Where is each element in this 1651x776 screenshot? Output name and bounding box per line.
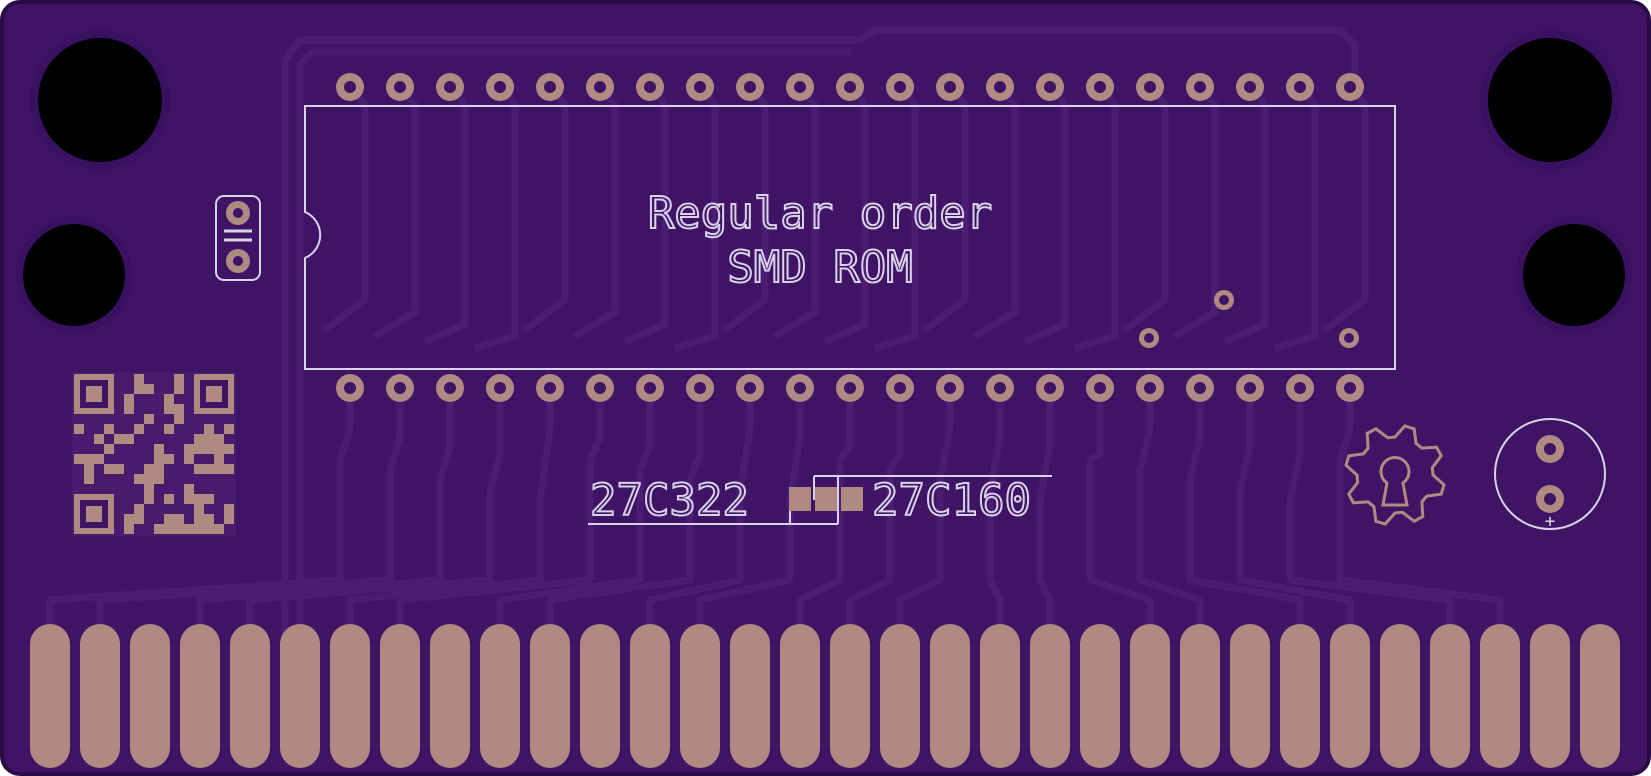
copper-trace: [646, 388, 754, 640]
edge-finger: [1280, 624, 1320, 768]
edge-finger: [1330, 624, 1370, 768]
edge-finger: [530, 624, 570, 768]
rom-type-jumper: [588, 475, 1052, 525]
polarity-mark: +: [1545, 511, 1556, 532]
edge-finger: [430, 624, 470, 768]
chip-label-line2: SMD ROM: [727, 242, 912, 293]
edge-finger: [1180, 624, 1220, 768]
copper-trace: [546, 388, 704, 640]
edge-finger: [680, 624, 720, 768]
edge-finger: [1230, 624, 1270, 768]
copper-trace: [1336, 388, 1504, 640]
copper-trace: [896, 388, 954, 640]
copper-trace: [246, 388, 504, 640]
copper-trace: [96, 388, 404, 640]
edge-finger: [880, 624, 920, 768]
copper-trace: [396, 388, 604, 640]
jumper-pad-2: [815, 487, 837, 511]
copper-trace: [1236, 388, 1354, 640]
copper-trace: [296, 48, 850, 640]
edge-finger: [980, 624, 1020, 768]
jumper-label-27c160: 27C160: [872, 475, 1031, 526]
edge-finger: [1530, 624, 1570, 768]
jumper-pad-1: [789, 487, 811, 511]
copper-trace: [796, 388, 854, 640]
edge-finger: [780, 624, 820, 768]
copper-trace: [696, 388, 804, 640]
copper-trace: [1086, 388, 1154, 640]
edge-finger: [180, 624, 220, 768]
copper-trace: [1186, 388, 1304, 640]
chip-label-line1: Regular order: [648, 188, 992, 239]
copper-trace: [46, 388, 354, 640]
copper-trace: [196, 388, 454, 640]
left-jumper-header: [215, 195, 261, 281]
jumper-pad-3: [841, 487, 863, 511]
copper-traces: [46, 26, 1504, 640]
edge-finger: [480, 624, 520, 768]
chip-top-pins: [336, 73, 1364, 101]
capacitor-footprint-icon: [1494, 418, 1606, 530]
jumper-label-27c322: 27C322: [590, 475, 749, 526]
edge-finger: [330, 624, 370, 768]
vias: [1139, 290, 1359, 348]
edge-finger: [1430, 624, 1470, 768]
edge-finger: [1080, 624, 1120, 768]
edge-finger: [1580, 624, 1620, 768]
chip-bottom-pins: [336, 374, 1364, 402]
edge-finger: [1480, 624, 1520, 768]
edge-finger: [1130, 624, 1170, 768]
edge-finger: [1380, 624, 1420, 768]
open-hardware-gear-icon: [1344, 424, 1446, 526]
copper-trace: [1286, 388, 1454, 640]
edge-finger: [830, 624, 870, 768]
edge-finger: [230, 624, 270, 768]
edge-finger: [380, 624, 420, 768]
rom-chip-outline: [304, 105, 1396, 370]
edge-finger: [30, 624, 70, 768]
edge-finger: [730, 624, 770, 768]
copper-trace: [846, 388, 904, 640]
copper-trace: [986, 388, 1004, 640]
copper-trace: [1136, 388, 1204, 640]
edge-finger: [630, 624, 670, 768]
edge-finger: [80, 624, 120, 768]
edge-finger: [1030, 624, 1070, 768]
edge-finger: [580, 624, 620, 768]
edge-finger: [130, 624, 170, 768]
mounting-holes: [16, 30, 1632, 333]
edge-finger: [930, 624, 970, 768]
edge-connector: [30, 624, 1620, 768]
copper-trace: [1036, 388, 1054, 640]
qr-code-icon: [72, 372, 236, 536]
copper-trace: [346, 388, 554, 640]
copper-trace: [281, 26, 1359, 640]
edge-finger: [280, 624, 320, 768]
